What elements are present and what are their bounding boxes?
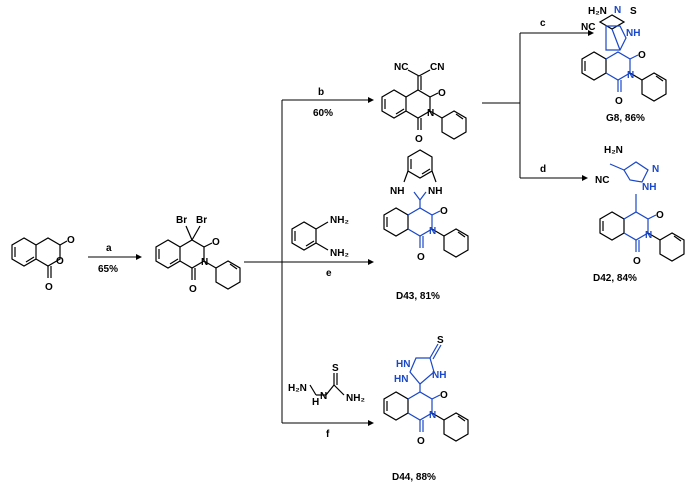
product-G8-label: G8, 86% bbox=[606, 113, 645, 124]
arrow-a-yield: 65% bbox=[98, 264, 118, 275]
atom-H2N: H₂N bbox=[604, 145, 623, 156]
arrow-b-letter: b bbox=[318, 87, 324, 98]
atom-N: N bbox=[614, 5, 621, 16]
atom-O-c1: O bbox=[417, 252, 425, 263]
atom-NH2-2: NH₂ bbox=[330, 248, 349, 259]
atom-NH-2: NH bbox=[428, 186, 442, 197]
atom-O-carbonyl: O bbox=[45, 282, 53, 293]
atom-S: S bbox=[630, 6, 637, 17]
atom-N-imide: N bbox=[645, 230, 652, 241]
reagent-thiosemicarbazide: H₂N H N S NH₂ bbox=[288, 363, 365, 408]
atom-H2N: H₂N bbox=[288, 383, 307, 394]
atom-N-imide: N bbox=[627, 70, 634, 81]
atom-H2N: H₂N bbox=[588, 6, 607, 17]
atom-NH: NH bbox=[432, 370, 446, 381]
atom-O-c1: O bbox=[615, 96, 623, 107]
atom-NC: NC bbox=[581, 22, 595, 33]
atom-N: N bbox=[652, 164, 659, 175]
atom-N-imide: N bbox=[429, 226, 436, 237]
arrow-b-yield: 60% bbox=[313, 108, 333, 119]
atom-NH-1: NH bbox=[390, 186, 404, 197]
arrow-a-letter: a bbox=[106, 243, 112, 254]
atom-O-c3: O bbox=[438, 88, 446, 99]
atom-O-c1: O bbox=[415, 134, 423, 145]
atom-O-c3: O bbox=[638, 50, 646, 61]
atom-NH2-1: NH₂ bbox=[330, 215, 349, 226]
atom-O-c3: O bbox=[212, 237, 220, 248]
atom-O-c1: O bbox=[189, 284, 197, 295]
arrow-d-letter: d bbox=[540, 164, 546, 175]
product-D43: NH NH O N O bbox=[383, 149, 469, 263]
atom-CN: CN bbox=[430, 62, 444, 73]
product-D44-label: D44, 88% bbox=[392, 472, 436, 483]
atom-N: N bbox=[427, 108, 434, 119]
product-G8: H₂N N S NC NH O N O bbox=[581, 5, 667, 107]
product-D43-label: D43, 81% bbox=[396, 291, 440, 302]
atom-N: N bbox=[201, 257, 208, 268]
atom-HN: HN bbox=[396, 359, 410, 370]
dibromo-isoquinolinedione: Br Br O N O bbox=[155, 215, 241, 295]
product-D42: H₂N N NC NH O N O bbox=[595, 145, 685, 267]
atom-N: N bbox=[320, 391, 327, 402]
atom-O-c1: O bbox=[417, 436, 425, 447]
arrow-e-letter: e bbox=[326, 268, 332, 279]
atom-O-c3: O bbox=[656, 210, 664, 221]
atom-HN-2: HN bbox=[394, 374, 408, 385]
atom-Br-2: Br bbox=[196, 215, 207, 226]
homophthalic-anhydride: O O O bbox=[11, 235, 75, 293]
arrow-c-letter: c bbox=[540, 18, 546, 29]
reagent-o-phenylenediamine: NH₂ NH₂ bbox=[291, 215, 349, 259]
dicyanomethylene-intermediate: NC CN O N O bbox=[381, 62, 467, 145]
atom-N-imide: N bbox=[429, 410, 436, 421]
atom-NC: NC bbox=[595, 175, 609, 186]
atom-Br-1: Br bbox=[176, 215, 187, 226]
atom-O-ring: O bbox=[56, 256, 64, 267]
atom-O-c1: O bbox=[633, 256, 641, 267]
product-D44: S HN HN NH O N O bbox=[383, 335, 469, 447]
product-D42-label: D42, 84% bbox=[593, 273, 637, 284]
atom-O: O bbox=[67, 235, 75, 246]
atom-S: S bbox=[437, 335, 444, 346]
atom-S: S bbox=[332, 363, 339, 374]
arrow-f-letter: f bbox=[326, 429, 330, 440]
atom-NH: NH bbox=[642, 182, 656, 193]
atom-O-c3: O bbox=[440, 206, 448, 217]
atom-H: H bbox=[312, 397, 319, 408]
atom-NC: NC bbox=[394, 62, 408, 73]
atom-O-c3: O bbox=[440, 390, 448, 401]
atom-NH: NH bbox=[626, 28, 640, 39]
atom-NH2: NH₂ bbox=[346, 393, 365, 404]
